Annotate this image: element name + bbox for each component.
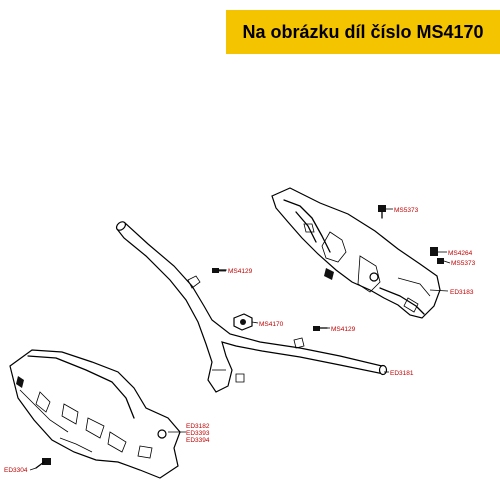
label-ed3182: ED3182 — [186, 423, 210, 430]
front-handlebar-cover — [9, 349, 181, 479]
screw-ms4264 — [430, 247, 438, 256]
label-ed3183: ED3183 — [450, 289, 474, 296]
label-ed3304: ED3304 — [4, 467, 28, 474]
screw-ms4129-left — [212, 268, 227, 273]
leader-lines — [29, 208, 451, 471]
label-ms5373-top: MS5373 — [394, 207, 419, 214]
part-number-banner: Na obrázku díl číslo MS4170 — [226, 10, 500, 54]
label-ms4129-left: MS4129 — [228, 268, 253, 275]
screw-ms4129-mid — [313, 326, 328, 331]
banner-text: Na obrázku díl číslo MS4170 — [242, 21, 484, 42]
label-ms4129-mid: MS4129 — [331, 326, 356, 333]
label-ms4264: MS4264 — [448, 250, 473, 257]
screw-ms5373-mid — [437, 258, 444, 264]
label-ed3393: ED3393 — [186, 430, 210, 437]
label-ms5373-mid: MS5373 — [451, 260, 476, 267]
label-ms4170: MS4170 — [259, 321, 284, 328]
label-ed3394: ED3394 — [186, 437, 210, 444]
screw-ms5373-top — [378, 205, 386, 219]
ms4170-nut — [233, 313, 253, 331]
handlebar-tube — [115, 221, 388, 393]
rear-handlebar-cover — [271, 187, 441, 319]
screw-ed3304 — [35, 458, 51, 469]
label-ed3181: ED3181 — [390, 370, 414, 377]
